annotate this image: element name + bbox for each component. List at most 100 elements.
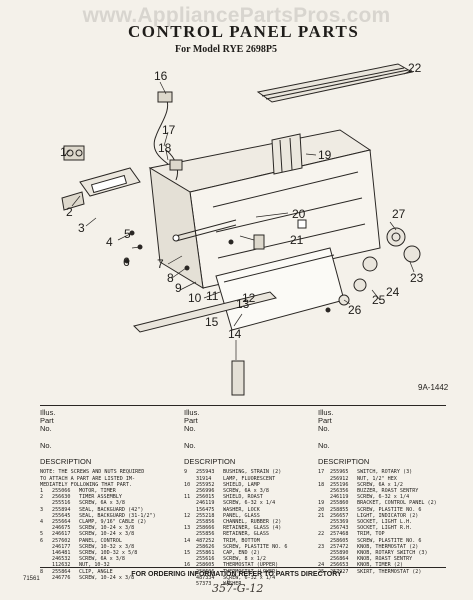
callout-11: 11	[206, 289, 219, 303]
part-number: 146481	[52, 550, 71, 557]
callout-5: 5	[124, 227, 131, 241]
part-number: 256630	[52, 494, 71, 501]
part-description: KNOB, TIMER (2)	[357, 562, 404, 569]
parts-column-1: Illus. Part No. No. DESCRIPTION NOTE: TH…	[40, 408, 168, 581]
part-description: SCREW, 8 x 1/2	[223, 556, 266, 563]
callout-9: 9	[175, 281, 182, 295]
part-description: SHIELD, ROAST	[223, 494, 263, 501]
part-description: SOCKET, LIGHT L.H.	[357, 519, 413, 526]
part-number: 257472	[330, 543, 349, 550]
callout-24: 24	[386, 285, 400, 299]
part-number: 256356	[330, 488, 349, 495]
part-description: SCREW, 10D-32 x 5/8	[79, 550, 138, 557]
part-number: 112632	[52, 562, 71, 569]
indicator-lights	[253, 219, 307, 250]
part-number: 246532	[52, 556, 71, 563]
part-number: 246119	[330, 494, 349, 501]
top-trim-part	[256, 63, 414, 103]
part-number: 57373	[196, 581, 212, 588]
part-number: 258626	[196, 543, 215, 550]
illus-number: 19	[318, 500, 325, 507]
part-description: SHIELD, LAMP	[223, 481, 260, 488]
part-description: RETAINER, GLASS (4)	[223, 525, 282, 532]
part-number: 258855	[330, 506, 349, 513]
illus-number: 24	[318, 562, 325, 569]
part-number: 255516	[52, 500, 71, 507]
timer-assembly	[61, 167, 141, 211]
page-number: 6	[227, 580, 231, 586]
part-number: 156475	[196, 506, 215, 513]
part-description: SCREW, PLASTITE NO. 6	[357, 537, 422, 544]
column-header: Illus. Part No. No. DESCRIPTION	[40, 408, 92, 467]
illus-number: 11	[184, 494, 191, 501]
part-description: SCREW, 6-32 x 1/4	[223, 500, 276, 507]
part-number: 255890	[330, 550, 349, 557]
illus-number: 18	[318, 481, 325, 488]
illus-number: 10	[184, 481, 191, 488]
part-number: 246617	[52, 531, 71, 538]
part-number: 246177	[52, 543, 71, 550]
callout-3: 3	[78, 221, 85, 235]
part-number: 255369	[330, 519, 349, 526]
part-number: 255894	[52, 506, 71, 513]
part-number: 258606	[196, 568, 215, 575]
part-description: SCREW, 6-32 x 1/4	[223, 574, 276, 581]
ordering-note: FOR ORDERING INFORMATION REFER TO PARTS …	[131, 571, 342, 578]
part-number: 257468	[330, 531, 349, 538]
callout-23: 23	[410, 271, 424, 285]
part-number: 246776	[52, 574, 71, 581]
part-number: 255645	[52, 512, 71, 519]
part-description: PANEL, CONTROL	[79, 537, 122, 544]
callout-14: 14	[228, 327, 242, 341]
callout-12: 12	[242, 291, 256, 305]
table-row: 258626 SCREW, PLASTITE NO. 6	[184, 544, 312, 550]
illus-number: 21	[318, 512, 325, 519]
callout-17: 17	[162, 123, 176, 137]
part-number: 255616	[196, 556, 215, 563]
form-number: 71561	[23, 576, 40, 582]
part-description: CAP, END (2)	[223, 550, 260, 557]
screws-group	[124, 230, 331, 313]
table-row: 258605 SCREW, PLASTITE NO. 6	[318, 538, 460, 544]
part-description: SCREW, 6A x 3/8	[223, 488, 270, 495]
part-description: SCREW, PLASTITE NO. 6	[223, 543, 288, 550]
illus-number: 2	[40, 494, 44, 501]
illus-number: 17	[318, 469, 325, 476]
illus-number: 3	[40, 506, 44, 513]
part-description: RETAINER, GLASS	[223, 531, 270, 538]
callout-21: 21	[290, 233, 304, 247]
part-description: THERMOSTAT (UPPER)	[223, 562, 279, 569]
part-number: 255943	[196, 469, 215, 476]
part-number: 255861	[196, 550, 215, 557]
assembly-note: NOTE: THE SCREWS AND NUTS REQUIRED TO AT…	[40, 469, 145, 488]
illus-number: 20	[318, 506, 325, 513]
part-description: TRIM, BOTTOM	[223, 537, 260, 544]
leader-lines	[63, 69, 415, 360]
illus-number: 5	[40, 531, 44, 538]
illus-number: 9	[184, 469, 188, 476]
part-number: 257927	[330, 568, 349, 575]
part-description: KNOB, THERMOSTAT (2)	[357, 543, 419, 550]
part-number: 258605	[330, 537, 349, 544]
